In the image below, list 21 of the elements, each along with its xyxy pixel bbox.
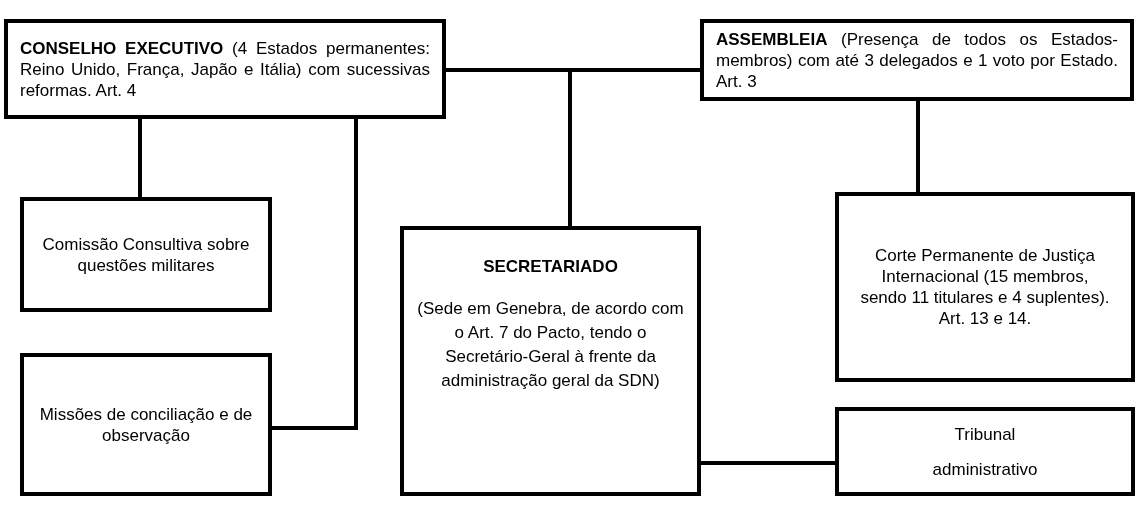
connector-line [272,119,358,430]
box-text: Comissão Consultiva sobre questões militares [41,233,251,276]
connector-line [446,68,572,226]
court-box [835,192,1135,382]
box-text: CONSELHO EXECUTIVO (4 Estados permanentes: Reino Unido, França, Japão e Itália) com sucessivas reformas. Art. 4 [20,37,430,101]
secretariat-box [400,226,701,496]
missions-box [20,353,272,496]
box-text: administrativo [932,458,1038,480]
box-text: (Sede em Genebra, de acordo com o Art. 7 do Pacto, tendo o Secretário-Geral à frente da administração geral da SDN) [416,298,685,392]
connector-line [701,461,835,465]
box-text: Tribunal [954,423,1016,445]
connector-line [138,119,142,197]
box-text: Missões de conciliação e de observação [38,403,254,446]
tribunal-box [835,407,1135,496]
box-heading: SECRETARIADO [483,256,618,277]
connector-line [916,101,920,192]
council-box [4,19,446,119]
box-text: Corte Permanente de Justiça Internacional (15 membros, sendo 11 titulares e 4 suplentes). Art. 13 e 14. [859,245,1111,329]
commission-box [20,197,272,312]
assembly-box [700,19,1134,101]
box-text: ASSEMBLEIA (Presença de todos os Estados-membros) com até 3 delegados e 1 voto por Estado. Art. 3 [716,28,1118,92]
